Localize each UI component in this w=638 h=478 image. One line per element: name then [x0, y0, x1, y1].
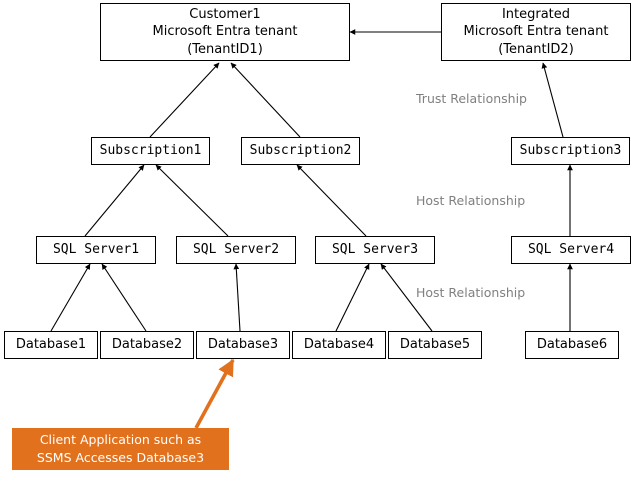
subscription1-label: Subscription1	[99, 143, 202, 159]
node-sql-server4[interactable]: SQL Server4	[511, 236, 631, 264]
edge-sql-server1-to-subscription1	[84, 164, 145, 237]
edge-database5-to-sql-server3	[380, 263, 433, 332]
edge-subscription2-to-customer1-tenant	[230, 62, 301, 138]
database2-label: Database2	[111, 337, 183, 353]
node-database5[interactable]: Database5	[388, 331, 482, 359]
database3-label: Database3	[207, 337, 279, 353]
node-customer1-tenant[interactable]: Customer1 Microsoft Entra tenant (Tenant…	[100, 3, 350, 61]
edge-database3-to-sql-server2	[233, 263, 241, 332]
database1-label: Database1	[15, 337, 87, 353]
node-database4[interactable]: Database4	[292, 331, 386, 359]
callout-line-1: Client Application such as	[39, 431, 202, 447]
label-host-relationship-subscription: Host Relationship	[416, 193, 526, 208]
customer1-tenant-line-1: Customer1	[189, 6, 261, 22]
node-integrated-tenant[interactable]: Integrated Microsoft Entra tenant (Tenan…	[441, 3, 631, 61]
sql-server3-label: SQL Server3	[331, 242, 419, 258]
node-subscription3[interactable]: Subscription3	[511, 137, 630, 165]
node-subscription2[interactable]: Subscription2	[241, 137, 360, 165]
edge-subscription1-to-customer1-tenant	[149, 62, 220, 138]
database6-label: Database6	[536, 337, 608, 353]
integrated-tenant-line-3: (TenantID2)	[498, 41, 574, 57]
edge-callout-to-database3	[194, 358, 235, 429]
edge-database2-to-sql-server1	[101, 263, 147, 332]
client-application-callout[interactable]: Client Application such as SSMS Accesses…	[12, 428, 229, 470]
database5-label: Database5	[399, 337, 471, 353]
label-host-relationship-database: Host Relationship	[416, 285, 526, 300]
node-database6[interactable]: Database6	[525, 331, 619, 359]
label-trust-relationship: Trust Relationship	[416, 91, 527, 106]
sql-server1-label: SQL Server1	[52, 242, 140, 258]
edge-sql-server3-to-subscription2	[296, 164, 367, 237]
subscription2-label: Subscription2	[249, 143, 352, 159]
customer1-tenant-line-2: Microsoft Entra tenant	[152, 24, 298, 40]
edge-subscription3-to-integrated-tenant	[541, 62, 564, 138]
node-sql-server3[interactable]: SQL Server3	[315, 236, 435, 264]
callout-line-2: SSMS Accesses Database3	[36, 450, 205, 465]
sql-server2-label: SQL Server2	[192, 242, 280, 258]
integrated-tenant-line-2: Microsoft Entra tenant	[463, 24, 609, 40]
edge-database4-to-sql-server3	[335, 263, 370, 332]
node-sql-server2[interactable]: SQL Server2	[176, 236, 296, 264]
edge-sql-server2-to-subscription1	[155, 164, 229, 237]
edge-database1-to-sql-server1	[50, 263, 91, 332]
node-database2[interactable]: Database2	[100, 331, 194, 359]
integrated-tenant-line-1: Integrated	[501, 6, 571, 22]
node-database3[interactable]: Database3	[196, 331, 290, 359]
node-sql-server1[interactable]: SQL Server1	[36, 236, 156, 264]
customer1-tenant-line-3: (TenantID1)	[187, 41, 263, 57]
sql-server4-label: SQL Server4	[527, 242, 615, 258]
database4-label: Database4	[303, 337, 375, 353]
node-subscription1[interactable]: Subscription1	[91, 137, 210, 165]
node-database1[interactable]: Database1	[4, 331, 98, 359]
subscription3-label: Subscription3	[519, 143, 622, 159]
